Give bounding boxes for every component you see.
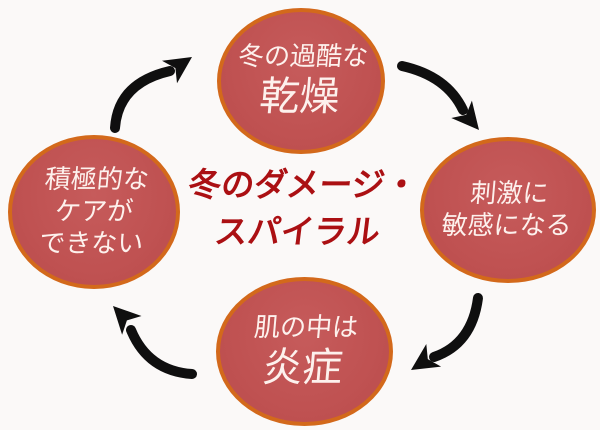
curved-arrow-top-to-right-icon [397,61,479,130]
diagram-title-line-2: スパイラル [212,215,382,251]
node-cannot-do-active-care: 積極的な ケアが できない [8,135,180,289]
node-sensitive-to-stimuli: 刺激に 敏感になる [420,137,596,283]
diagram-title-line-1: 冬のダメージ・ [186,168,420,204]
curved-arrow-bottom-to-left-icon [113,306,197,379]
node-line: できない [37,229,145,258]
node-skin-inflammation-label: 肌の中は 炎症 [249,312,360,392]
node-winter-harsh-dryness: 冬の過酷な 乾燥 [217,8,385,154]
node-winter-harsh-dryness-label: 冬の過酷な 乾燥 [232,41,370,121]
diagram-title: 冬のダメージ・ スパイラル [144,163,456,257]
node-line: 肌の中は [253,312,360,342]
node-line: 積極的な [43,165,151,194]
node-skin-inflammation: 肌の中は 炎症 [216,277,393,426]
node-line: 敏感になる [440,211,573,240]
node-line: 刺激に [469,179,550,208]
curved-arrow-right-to-bottom-icon [411,293,483,370]
node-line: ケアが [53,197,135,226]
node-cannot-do-active-care-label: 積極的な ケアが できない [38,164,150,260]
node-line-emphasis: 乾燥 [257,74,342,119]
curved-arrow-left-to-top-icon [110,57,192,133]
node-line: 冬の過酷な [236,42,370,71]
node-sensitive-to-stimuli-label: 刺激に 敏感になる [440,178,576,242]
node-line-emphasis: 炎症 [261,344,346,390]
